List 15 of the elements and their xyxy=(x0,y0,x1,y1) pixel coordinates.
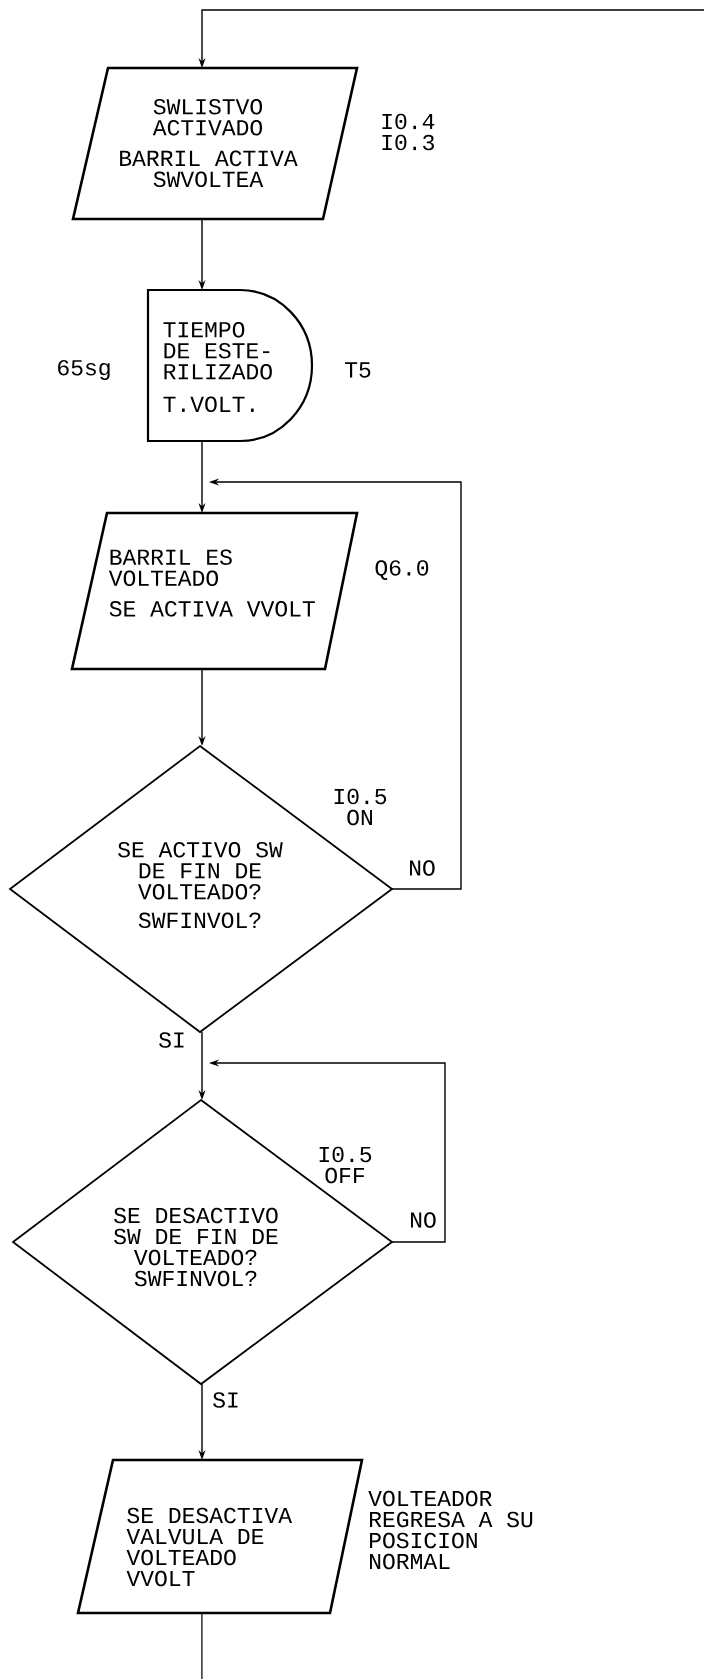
edge-label: NO xyxy=(407,859,437,877)
side-note: I0.5 ON xyxy=(334,788,387,826)
edge-label: SI xyxy=(211,1391,241,1409)
edge-label: NO xyxy=(408,1211,438,1229)
input-output-box: SE DESACTIVA VALVULA DE VOLTEADO VVOLT xyxy=(76,1458,364,1615)
input-output-box: SWLISTVO ACTIVADO BARRIL ACTIVA SWVOLTEA xyxy=(71,66,359,221)
edge-label: SI xyxy=(157,1031,187,1049)
side-note: I0.5 OFF xyxy=(319,1146,372,1184)
side-note: I0.4 I0.3 xyxy=(382,113,435,151)
side-note: Q6.0 xyxy=(375,560,429,580)
input-output-box: BARRIL ES VOLTEADO SE ACTIVA VVOLT xyxy=(70,511,359,671)
side-note: T5 xyxy=(345,362,371,378)
side-note: VOLTEADOR REGRESA A SU POSICION NORMAL xyxy=(368,1490,533,1570)
side-note: 65sg xyxy=(58,359,110,381)
delay-box: TIEMPO DE ESTE- RILIZADO T.VOLT. xyxy=(146,288,314,443)
